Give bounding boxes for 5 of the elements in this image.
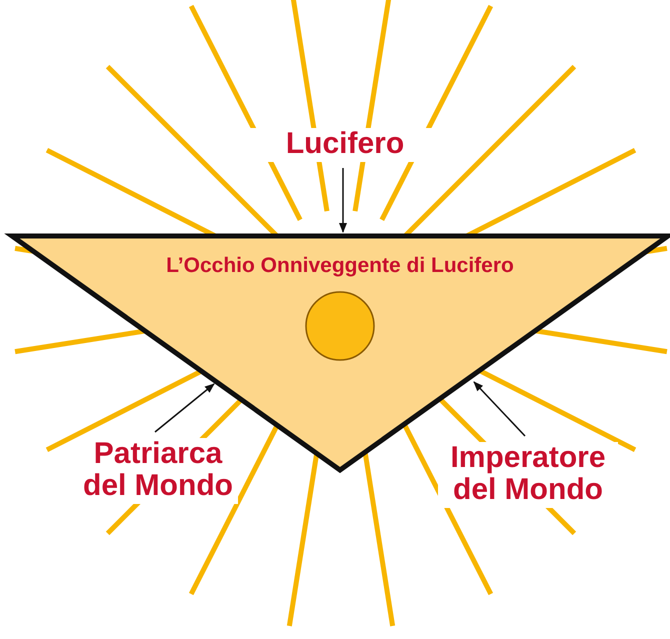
leader-line (473, 381, 526, 437)
leader-line (339, 168, 347, 233)
leader-label: Imperatore del Mondo (438, 442, 618, 508)
leader-line (154, 383, 215, 433)
triangle-title: L’Occhio Onniveggente di Lucifero (165, 254, 515, 278)
